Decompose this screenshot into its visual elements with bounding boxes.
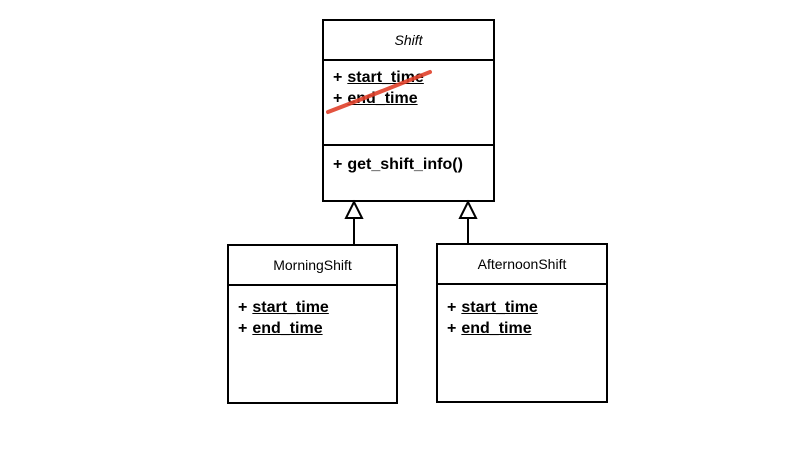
visibility-public: + bbox=[333, 156, 343, 173]
visibility-public: + bbox=[333, 90, 343, 107]
morning-shift-attributes: +start_time +end_time bbox=[229, 286, 396, 339]
inheritance-arrow-afternoon bbox=[458, 199, 478, 243]
class-morning-shift: MorningShift +start_time +end_time bbox=[227, 244, 398, 404]
shift-attributes: +start_time +end_time bbox=[324, 61, 493, 146]
class-afternoon-shift: AfternoonShift +start_time +end_time bbox=[436, 243, 608, 403]
class-name-morning-shift: MorningShift bbox=[229, 246, 396, 286]
afternoon-shift-attributes: +start_time +end_time bbox=[438, 285, 606, 339]
class-name-afternoon-shift: AfternoonShift bbox=[438, 245, 606, 285]
visibility-public: + bbox=[333, 69, 343, 86]
attribute-start-time: +start_time bbox=[333, 67, 493, 88]
attribute-name: start_time bbox=[252, 299, 329, 316]
attribute-end-time: +end_time bbox=[238, 318, 396, 339]
attribute-end-time: +end_time bbox=[333, 88, 493, 109]
attribute-name: start_time bbox=[347, 69, 424, 86]
visibility-public: + bbox=[447, 299, 457, 316]
attribute-name: end_time bbox=[347, 90, 418, 107]
class-shift: Shift +start_time +end_time +get_shift_i… bbox=[322, 19, 495, 202]
attribute-start-time: +start_time bbox=[447, 297, 606, 318]
attribute-end-time: +end_time bbox=[447, 318, 606, 339]
inheritance-triangle-icon bbox=[458, 199, 478, 219]
visibility-public: + bbox=[238, 320, 248, 337]
inheritance-arrow-morning bbox=[344, 199, 364, 244]
attribute-start-time: +start_time bbox=[238, 297, 396, 318]
attribute-name: start_time bbox=[461, 299, 538, 316]
inheritance-triangle-icon bbox=[344, 199, 364, 219]
attribute-name: end_time bbox=[252, 320, 323, 337]
visibility-public: + bbox=[238, 299, 248, 316]
visibility-public: + bbox=[447, 320, 457, 337]
method-name: get_shift_info() bbox=[347, 156, 463, 173]
class-name-shift: Shift bbox=[324, 21, 493, 61]
method-get-shift-info: +get_shift_info() bbox=[333, 154, 493, 175]
shift-methods: +get_shift_info() bbox=[324, 146, 493, 175]
attribute-name: end_time bbox=[461, 320, 532, 337]
